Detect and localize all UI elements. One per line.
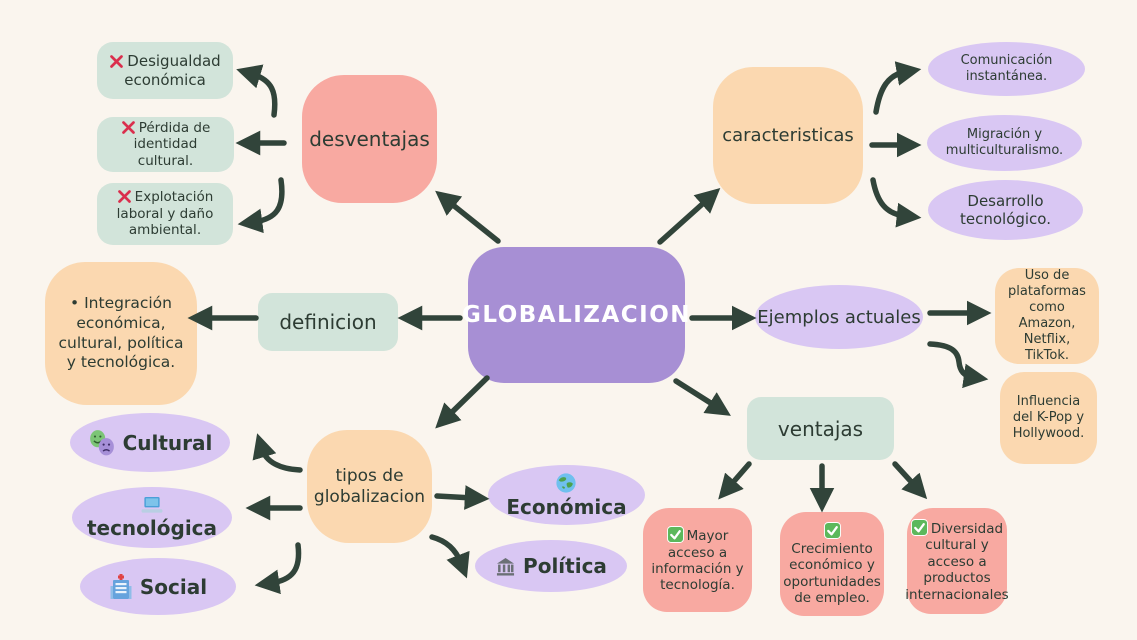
check-icon <box>910 518 928 536</box>
arrow-center-to-tipos <box>435 375 490 429</box>
branch-ventajas[interactable]: ventajas <box>747 397 894 460</box>
central-title: GLOBALIZACION <box>461 302 692 328</box>
branch-desventajas-label: desventajas <box>309 127 430 151</box>
leaf-desarrollo-tecnologico[interactable]: Desarrollo tecnológico. <box>928 180 1083 240</box>
leaf-label: Uso de plataformas como Amazon, Netflix,… <box>1008 268 1086 363</box>
leaf-label: Pérdida de identidad cultural. <box>133 119 211 169</box>
leaf-text: Influencia del K-Pop y Hollywood. <box>1000 390 1097 446</box>
check-icon <box>666 526 684 544</box>
arrow-ejemplos-item-2 <box>927 341 989 389</box>
hospital-icon <box>110 573 132 599</box>
type-economica[interactable]: Económica <box>488 465 645 525</box>
branch-desventajas[interactable]: desventajas <box>302 75 437 203</box>
leaf-label: Mayor acceso a información y tecnología. <box>651 528 744 594</box>
leaf-label: Explotación laboral y daño ambiental. <box>116 189 214 239</box>
arrow-caracteristicas-item-1 <box>873 61 922 115</box>
type-cultural[interactable]: Cultural <box>70 413 230 472</box>
arrow-desventajas-item-1 <box>236 64 278 118</box>
leaf-text: Desigualdad económica <box>97 48 233 93</box>
laptop-icon <box>141 496 163 513</box>
type-content: Económica <box>506 472 627 519</box>
leaf-label: Desarrollo tecnológico. <box>959 191 1051 228</box>
leaf-migracion-multiculturalismo[interactable]: Migración y multiculturalismo. <box>927 115 1082 171</box>
branch-definicion-label: definicion <box>279 310 377 334</box>
type-label: tecnológica <box>86 515 218 540</box>
type-label: Social <box>139 574 208 599</box>
leaf-text: Mayor acceso a información y tecnología. <box>643 522 752 598</box>
arrow-tipos-politica <box>429 534 470 579</box>
leaf-text: Diversidad cultural y acceso a productos… <box>898 515 1015 607</box>
type-content: Cultural <box>88 429 213 457</box>
leaf-label: Desigualdad económica <box>124 52 221 89</box>
leaf-label: Migración y multiculturalismo. <box>945 127 1064 158</box>
check-icon <box>823 521 841 539</box>
branch-caracteristicas[interactable]: caracteristicas <box>713 67 863 204</box>
branch-caracteristicas-label: caracteristicas <box>722 125 854 146</box>
type-content: Social <box>109 573 208 600</box>
arrow-ventajas-item-3 <box>892 461 928 500</box>
leaf-uso-plataformas[interactable]: Uso de plataformas como Amazon, Netflix,… <box>995 268 1099 364</box>
leaf-influencia-kpop[interactable]: Influencia del K-Pop y Hollywood. <box>1000 372 1097 464</box>
x-mark-icon <box>121 120 135 134</box>
leaf-text: Crecimiento económico y oportunidades de… <box>776 518 888 611</box>
leaf-label: Crecimiento económico y oportunidades de… <box>783 540 881 606</box>
type-label: Política <box>523 554 607 578</box>
type-label: Cultural <box>122 430 213 455</box>
type-politica[interactable]: Política <box>475 540 627 592</box>
arrow-center-to-ventajas <box>673 378 731 416</box>
x-mark-icon <box>117 190 131 204</box>
type-content: tecnológica <box>87 496 217 540</box>
arrow-caracteristicas-item-3 <box>870 177 922 228</box>
type-label: Económica <box>506 494 627 519</box>
x-mark-icon <box>110 55 124 69</box>
arrow-tipos-economica <box>434 485 490 510</box>
leaf-crecimiento-economico[interactable]: Crecimiento económico y oportunidades de… <box>780 512 884 616</box>
globe-icon <box>556 472 577 493</box>
leaf-desigualdad-economica[interactable]: Desigualdad económica <box>97 42 233 99</box>
leaf-integracion-definicion[interactable]: • Integración económica, cultural, polít… <box>45 262 197 405</box>
branch-ejemplos-label: Ejemplos actuales <box>757 306 921 328</box>
type-content: Política <box>495 554 607 578</box>
leaf-text: Comunicación instantánea. <box>928 49 1085 89</box>
type-tecnologica[interactable]: tecnológica <box>72 487 232 548</box>
arrow-desventajas-item-3 <box>237 177 285 234</box>
branch-tipos-label: tipos de globalizacion <box>313 466 426 507</box>
arrow-tipos-social <box>254 542 302 595</box>
leaf-text: Uso de plataformas como Amazon, Netflix,… <box>995 264 1099 367</box>
leaf-text: Migración y multiculturalismo. <box>927 123 1082 163</box>
leaf-comunicacion-instantanea[interactable]: Comunicación instantánea. <box>928 42 1085 96</box>
arrow-center-to-desventajas <box>435 190 501 244</box>
arrow-ventajas-item-1 <box>718 461 752 500</box>
leaf-label: • Integración económica, cultural, polít… <box>58 293 184 372</box>
central-node-globalizacion[interactable]: GLOBALIZACION <box>462 247 690 383</box>
branch-tipos-globalizacion[interactable]: tipos de globalizacion <box>307 430 432 543</box>
branch-definicion[interactable]: definicion <box>258 293 398 351</box>
leaf-diversidad-cultural[interactable]: Diversidad cultural y acceso a productos… <box>905 508 1009 614</box>
branch-ventajas-label: ventajas <box>777 416 864 441</box>
branch-ejemplos-actuales[interactable]: Ejemplos actuales <box>755 285 923 349</box>
leaf-explotacion-laboral[interactable]: Explotación laboral y daño ambiental. <box>97 183 233 245</box>
arrow-center-to-caracteristicas <box>657 187 721 245</box>
bank-icon <box>496 557 515 576</box>
theater-masks-icon <box>89 429 114 455</box>
leaf-text: Pérdida de identidad cultural. <box>97 116 234 173</box>
leaf-perdida-identidad[interactable]: Pérdida de identidad cultural. <box>97 117 234 172</box>
leaf-text: • Integración económica, cultural, polít… <box>45 290 197 377</box>
leaf-mayor-acceso[interactable]: Mayor acceso a información y tecnología. <box>643 508 752 612</box>
leaf-label: Influencia del K-Pop y Hollywood. <box>1012 394 1085 441</box>
leaf-text: Explotación laboral y daño ambiental. <box>97 185 233 242</box>
type-social[interactable]: Social <box>80 558 236 615</box>
leaf-text: Desarrollo tecnológico. <box>928 188 1083 233</box>
arrow-tipos-cultural <box>252 433 303 473</box>
leaf-label: Diversidad cultural y acceso a productos… <box>905 520 1009 603</box>
leaf-label: Comunicación instantánea. <box>960 53 1053 84</box>
